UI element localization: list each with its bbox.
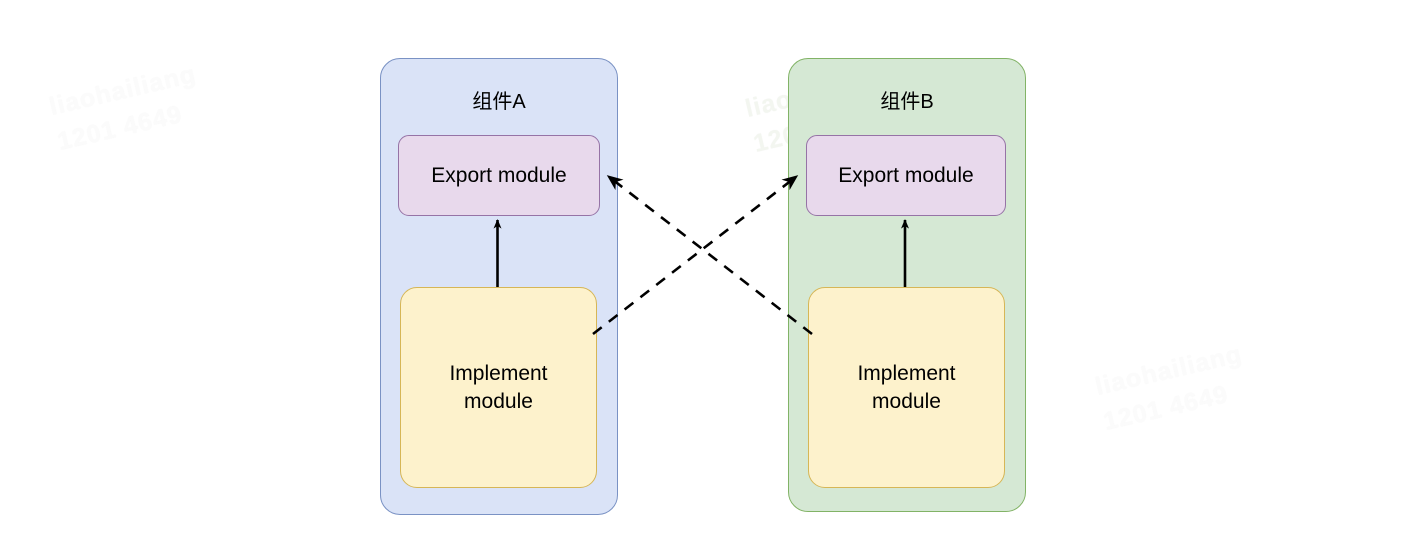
implement-module-a-label-line-2: module (464, 389, 533, 413)
watermark-line-2: 1201 4649 (54, 100, 186, 157)
implement-module-b[interactable]: Implement module (808, 287, 1005, 488)
implement-module-a[interactable]: Implement module (400, 287, 597, 488)
component-b-title: 组件B (880, 91, 934, 113)
watermark-line-1: liaohailiang (1092, 340, 1245, 401)
export-module-b-label: Export module (838, 163, 974, 187)
implement-module-a-label-line-1: Implement (449, 361, 548, 385)
implement-module-b-label-line-1: Implement (857, 361, 956, 385)
export-module-b[interactable]: Export module (806, 135, 1006, 216)
watermark: liaohailiang 1201 4649 (1092, 336, 1254, 440)
implement-module-b-label-line-2: module (872, 389, 941, 413)
arrow-implement-a-to-export-b (592, 174, 799, 336)
arrow-implement-b-to-export-a (606, 174, 813, 336)
watermark-line-2: 1201 4649 (1100, 380, 1232, 437)
watermark-line-1: liaohailiang (46, 60, 199, 121)
export-module-a[interactable]: Export module (398, 135, 600, 216)
implement-module-b-label: Implement module (857, 360, 955, 415)
export-module-a-label: Export module (431, 163, 567, 187)
implement-module-a-label: Implement module (449, 360, 547, 415)
component-a-title: 组件A (472, 91, 526, 113)
watermark: liaohailiang 1201 4649 (46, 56, 208, 160)
